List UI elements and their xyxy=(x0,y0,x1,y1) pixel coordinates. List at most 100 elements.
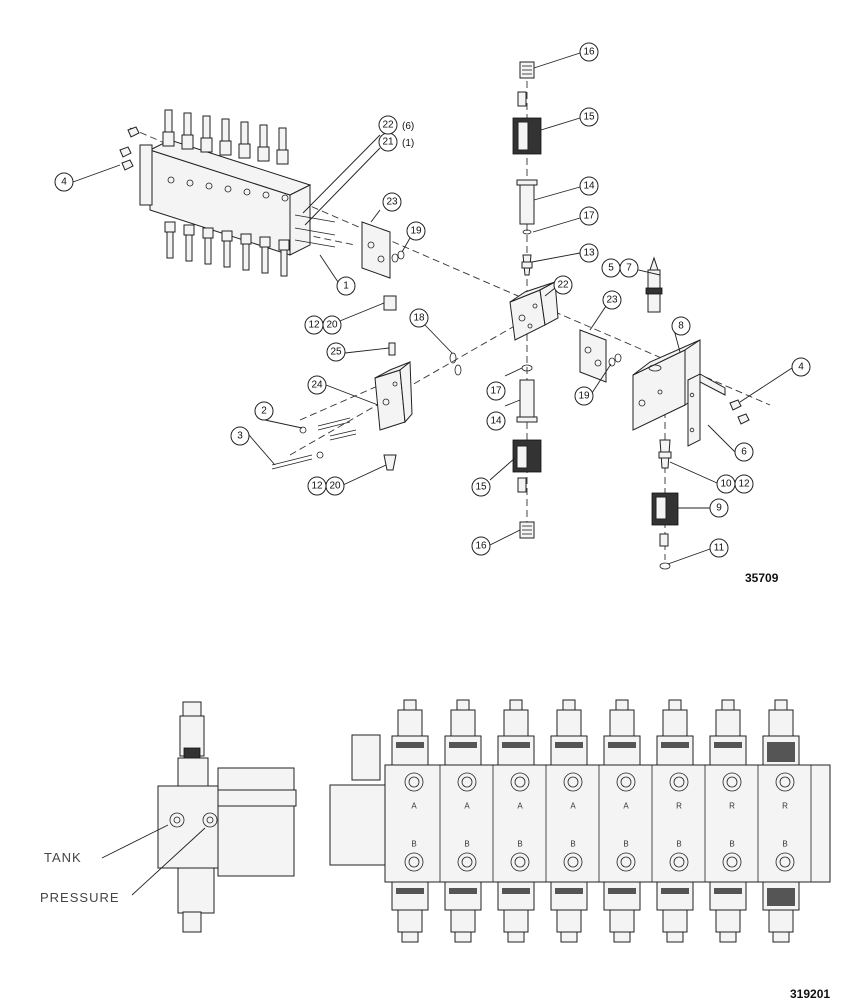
callout-4-right: 4 xyxy=(791,357,811,377)
bank-coil-bottom xyxy=(240,233,252,245)
top-coil-winding xyxy=(608,742,636,748)
port-letter-a: R xyxy=(676,802,682,811)
bracket-6 xyxy=(687,373,701,447)
port-top xyxy=(510,772,530,792)
svg-text:21: 21 xyxy=(382,137,394,148)
svg-text:17: 17 xyxy=(583,211,595,222)
svg-text:20: 20 xyxy=(326,320,338,331)
port-bottom-inner xyxy=(726,856,738,868)
svg-text:5: 5 xyxy=(608,263,614,274)
svg-text:23: 23 xyxy=(386,197,398,208)
bottom-stem xyxy=(609,909,635,933)
port-bottom-inner xyxy=(779,856,791,868)
top-coil xyxy=(497,735,535,766)
bottom-coil xyxy=(603,881,641,911)
block-24 xyxy=(374,360,413,431)
port-bottom-inner xyxy=(408,856,420,868)
port-letter-a: R xyxy=(782,802,788,811)
callout-4-left: 4 xyxy=(54,172,74,192)
top-coil xyxy=(656,735,694,766)
svg-text:3: 3 xyxy=(237,431,243,442)
port-letter-a: R xyxy=(729,802,735,811)
callout-23-left: 23 xyxy=(382,192,402,212)
svg-text:20: 20 xyxy=(329,481,341,492)
port-letter-b: B xyxy=(729,840,734,849)
callout-9: 9 xyxy=(709,498,729,518)
callout-19-left: 19 xyxy=(406,221,426,241)
port-bottom-inner xyxy=(673,856,685,868)
callout-14-upper: 14 xyxy=(579,176,599,196)
figure-number-assembly: 319201 xyxy=(790,987,830,1000)
bank-coil-bottom xyxy=(278,239,290,251)
svg-text:17: 17 xyxy=(490,386,502,397)
bank-stem-bottom xyxy=(185,232,193,262)
port-top xyxy=(616,772,636,792)
svg-text:15: 15 xyxy=(475,482,487,493)
plate-23-left xyxy=(361,221,391,279)
top-coil-winding xyxy=(767,742,795,762)
top-knob xyxy=(509,699,523,711)
bottom-coil xyxy=(444,881,482,911)
svg-text:25: 25 xyxy=(330,347,342,358)
port-bottom xyxy=(404,852,424,872)
port-top-inner xyxy=(461,776,473,788)
bank-coil-bottom xyxy=(164,221,176,233)
port-letter-a: A xyxy=(623,802,629,811)
bank-stem-bottom xyxy=(242,241,250,271)
svg-text:19: 19 xyxy=(410,226,422,237)
top-coil-winding xyxy=(396,742,424,748)
bottom-stem xyxy=(715,909,741,933)
svg-text:9: 9 xyxy=(716,503,722,514)
bottom-coil-winding xyxy=(502,888,530,894)
top-knob xyxy=(562,699,576,711)
callout-21: 21 xyxy=(378,132,398,152)
bottom-stem xyxy=(503,909,529,933)
svg-text:18: 18 xyxy=(413,313,425,324)
bank-coil-top xyxy=(276,149,289,165)
end-block-8 xyxy=(632,339,701,431)
bottom-knob xyxy=(666,931,684,943)
callout-17-lower: 17 xyxy=(486,381,506,401)
right-stack xyxy=(651,439,679,570)
top-coil xyxy=(550,735,588,766)
callout-12-c: 12 xyxy=(734,474,754,494)
top-coil-winding xyxy=(555,742,583,748)
svg-text:4: 4 xyxy=(798,362,804,373)
bottom-coil xyxy=(550,881,588,911)
top-coil xyxy=(391,735,429,766)
bottom-coil-winding xyxy=(555,888,583,894)
bottom-coil-winding xyxy=(396,888,424,894)
tank-label: TANK xyxy=(44,850,82,865)
top-coil-winding xyxy=(502,742,530,748)
top-stem xyxy=(662,709,688,737)
callout-22-b: 22 xyxy=(553,275,573,295)
port-top xyxy=(669,772,689,792)
svg-text:2: 2 xyxy=(261,406,267,417)
bottom-coil-winding xyxy=(608,888,636,894)
top-knob xyxy=(668,699,682,711)
callout-14-lower: 14 xyxy=(486,411,506,431)
figure-number-exploded: 35709 xyxy=(745,571,779,585)
port-top-inner xyxy=(779,776,791,788)
svg-text:1: 1 xyxy=(343,281,349,292)
svg-text:24: 24 xyxy=(311,380,323,391)
port-bottom-inner xyxy=(567,856,579,868)
bottom-coil-winding xyxy=(449,888,477,894)
bank-stem-bottom xyxy=(223,238,231,268)
exploded-view: 1 2 3 4 4 5 7 6 8 9 10 12 11 12 20 12 20… xyxy=(54,42,811,585)
top-coil-winding xyxy=(661,742,689,748)
top-knob xyxy=(721,699,735,711)
callout-21-qty: (1) xyxy=(402,138,414,149)
bank-port xyxy=(167,176,175,184)
svg-text:22: 22 xyxy=(382,120,394,131)
callout-18: 18 xyxy=(409,308,429,328)
bank-coil-top xyxy=(219,140,232,156)
bottom-knob xyxy=(560,931,578,943)
bank-port xyxy=(243,188,251,196)
svg-text:12: 12 xyxy=(738,479,750,490)
pressure-label: PRESSURE xyxy=(40,890,120,905)
bottom-knob xyxy=(772,931,790,943)
port-top-inner xyxy=(514,776,526,788)
